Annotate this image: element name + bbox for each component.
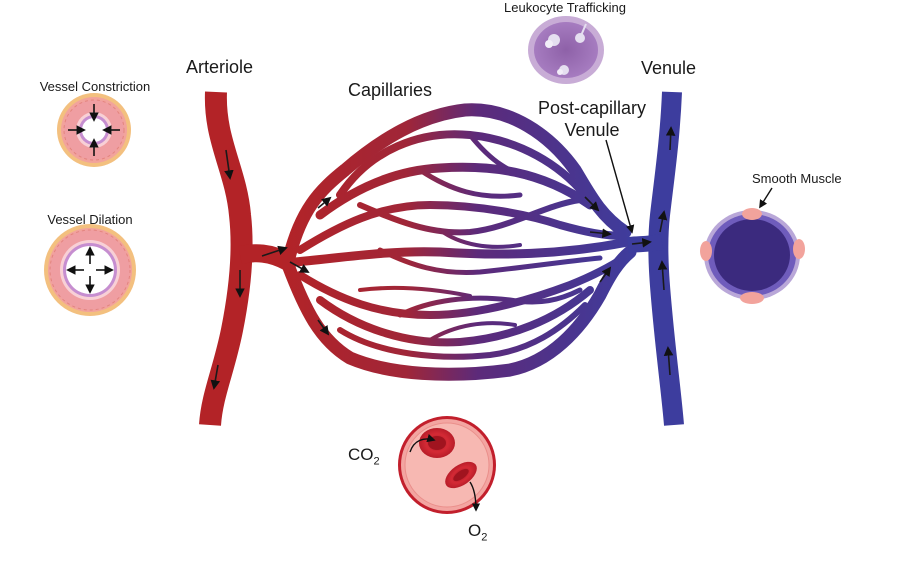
vessel-constriction-icon <box>57 93 131 167</box>
post-capillary-label-line2: Venule <box>564 120 620 140</box>
post-capillary-label-line1: Post-capillary <box>537 98 647 118</box>
venule-vessel <box>627 91 684 426</box>
vessel-dilation-icon <box>44 224 136 316</box>
o2-label: O2 <box>468 521 488 544</box>
post-capillary-pointer <box>605 139 635 234</box>
vessel-dilation-label: Vessel Dilation <box>47 212 133 227</box>
flow-arrows <box>210 126 676 390</box>
red-blood-cell <box>445 461 477 489</box>
smooth-muscle-pointer <box>759 187 773 209</box>
arteriole-vessel <box>199 91 293 427</box>
leukocyte-cell-icon <box>528 16 604 84</box>
venule-label: Venule <box>641 58 697 78</box>
vessel-constriction-label: Vessel Constriction <box>39 79 151 94</box>
o2-arrow <box>469 481 481 512</box>
capillary-network <box>281 103 637 381</box>
red-blood-cell <box>419 428 455 458</box>
capillaries-label: Capillaries <box>348 80 433 100</box>
gas-exchange-circle <box>398 416 496 514</box>
co2-arrow <box>409 434 436 453</box>
smooth-muscle-label: Smooth Muscle <box>752 171 842 186</box>
arteriole-label: Arteriole <box>186 57 254 77</box>
smooth-muscle-cross-section <box>700 208 805 304</box>
leukocyte-label: Leukocyte Trafficking <box>504 0 626 15</box>
co2-label: CO2 <box>348 445 380 468</box>
